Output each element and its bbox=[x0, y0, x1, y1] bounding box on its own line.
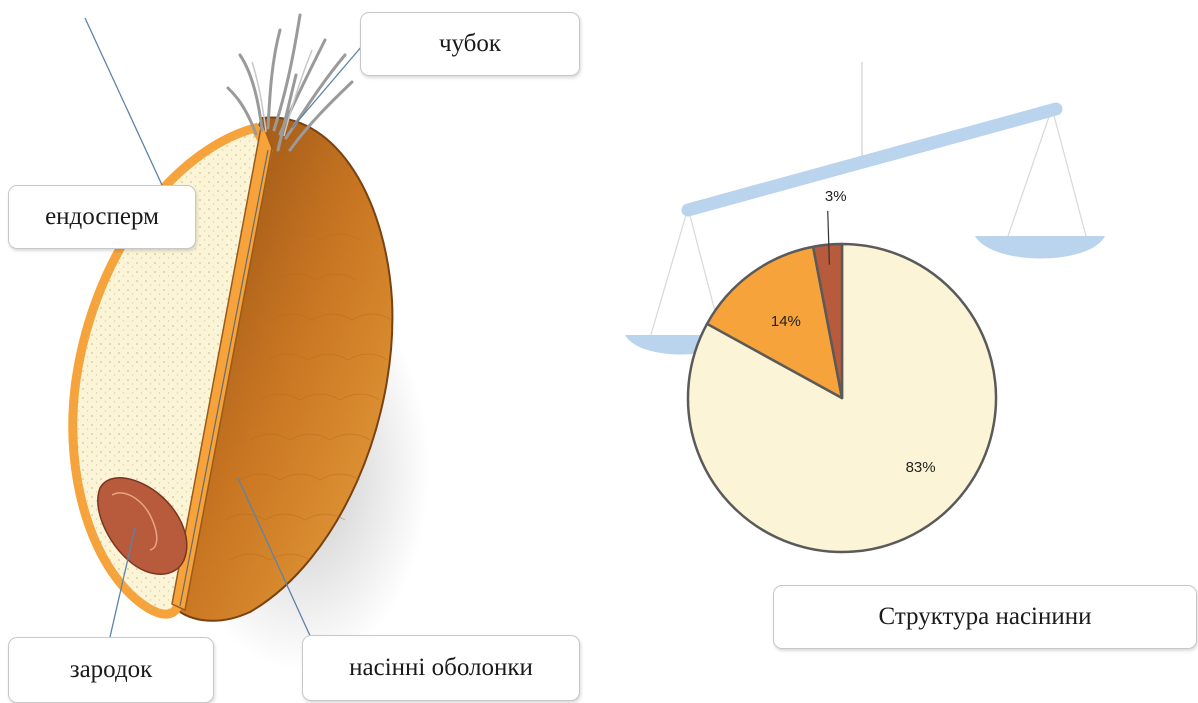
scale-beam bbox=[688, 109, 1056, 210]
seed-illustration bbox=[73, 15, 430, 670]
pie-label-1: 83% bbox=[906, 459, 936, 476]
label-endosperm: ендосперм bbox=[8, 185, 196, 249]
pie-chart: 83% 14% 3% bbox=[688, 188, 996, 552]
label-chubok: чубок bbox=[360, 12, 580, 76]
label-seed-coats: насінні оболонки bbox=[302, 635, 580, 701]
pie-label-3: 3% bbox=[825, 188, 847, 205]
label-zarodok: зародок bbox=[8, 637, 214, 703]
leader-line-endosperm bbox=[85, 18, 162, 185]
caption-seed-structure: Структура насінини bbox=[773, 585, 1197, 649]
scale-pan-right bbox=[975, 236, 1105, 259]
pie-label-2: 14% bbox=[771, 313, 801, 330]
